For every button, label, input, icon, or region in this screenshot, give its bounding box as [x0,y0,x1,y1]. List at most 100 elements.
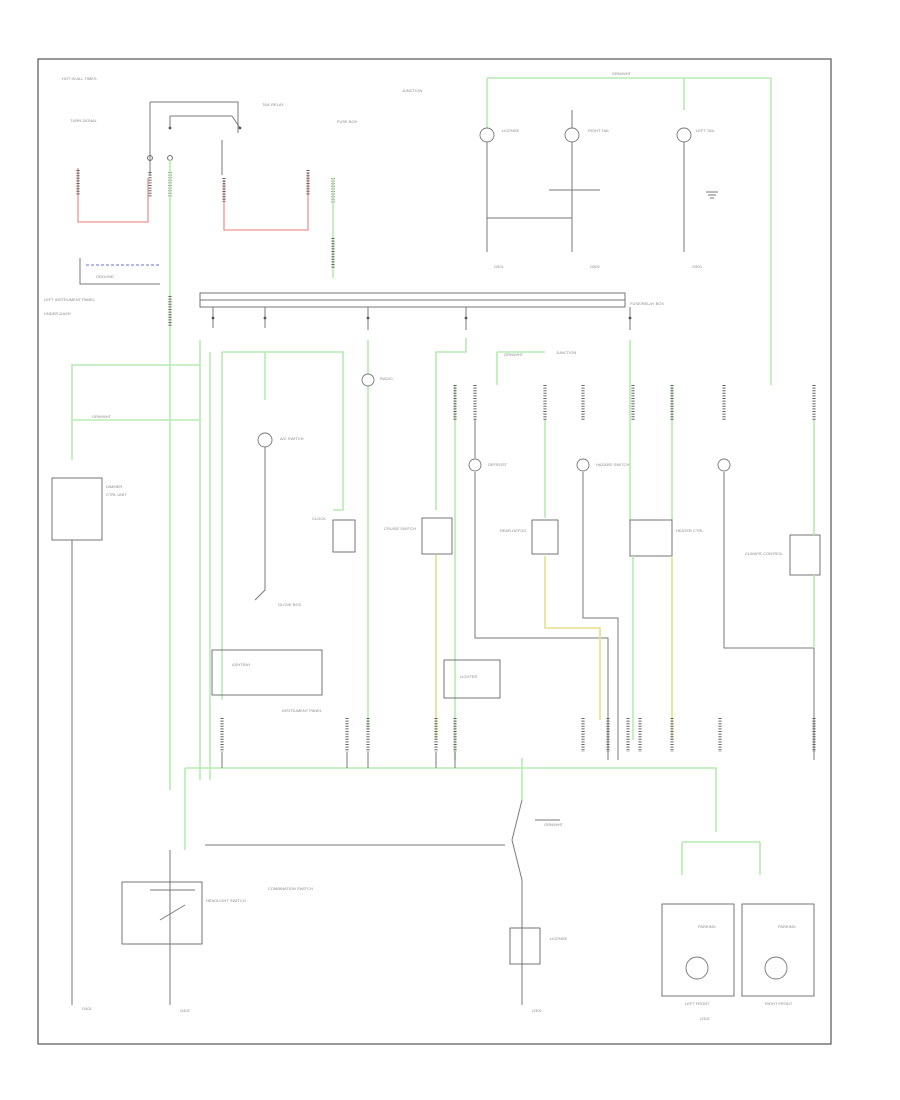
label-junction-mid: JUNCTION [556,350,576,355]
wire-combination-switch [150,844,505,1005]
lamp-radio [361,373,375,387]
lamp-defrost [468,458,482,472]
lamp-climate [717,458,731,472]
red-wire-left-loop [77,168,149,223]
component-left-front-lamp [661,903,735,997]
label-rear-defog: REAR DEFOG [500,528,526,533]
label-parking-right: PARKING [778,924,796,929]
component-license-bottom [509,927,541,965]
diagram-frame [37,58,832,1045]
label-tail-relay: TAIL RELAY [262,102,284,107]
relay-terminal-2 [238,126,242,130]
label-instrument-panel: INSTRUMENT PANEL [282,708,323,713]
label-grnwht-mid: GRN/WHT [504,352,524,357]
green-top-bus [486,77,772,385]
lamp-wires-top [486,110,685,252]
label-clock: CLOCK [312,516,326,521]
label-ground-top: GROUND [96,274,114,279]
component-right-front-lamp [741,903,815,997]
component-combination-switch [121,881,203,945]
label-hazard-switch: HAZARD SWITCH [596,462,629,467]
label-grnwht-bottom: GRN/WHT [544,822,564,827]
component-lighter-box [443,659,501,699]
label-fuse-relay-box: FUSE/RELAY BOX [630,301,664,306]
label-license-bottom: LICENSE [550,936,567,941]
label-g501: G501 [494,264,505,269]
strip-drops [212,307,631,330]
defrost-wire [474,420,609,760]
label-junction-top: JUNCTION [402,88,422,93]
label-g301: G301 [532,1008,543,1013]
lamp-tail-right-top [676,127,692,143]
lamp-license-left [479,127,495,143]
gray-bottom-wires [221,752,456,768]
strip-node-2 [263,316,267,320]
label-radio: RADIO [380,376,393,381]
green-branch-c [435,338,467,760]
ground-symbol-top [706,191,718,199]
label-g503: G503 [692,264,703,269]
label-hot-in-all-times: HOT IN ALL TIMES [62,76,97,81]
ac-switch-wire [254,447,266,601]
label-headlight-switch: HEADLIGHT SWITCH [206,898,246,903]
label-cruise-switch: CRUISE SWITCH [384,526,416,531]
green-branch-a [222,351,344,511]
label-lighter: LIGHTER [460,674,477,679]
red-wire-right-loop [223,172,309,231]
label-defrost: DEFROST [488,462,508,467]
green-parking-bus [681,841,761,875]
strip-node-3 [366,316,370,320]
wire-bottom-mid [511,799,560,1005]
label-left-instrument: LEFT INSTRUMENT PANEL [44,297,96,302]
label-g402: G402 [180,1008,191,1013]
label-fuse-box: FUSE BOX [337,119,358,124]
component-climate-control [789,534,821,576]
label-heater-ctrl: HEATER CTRL [676,528,704,533]
label-right-tail-top: RIGHT TAIL [588,128,610,133]
lamp-hazard [576,458,590,472]
component-ashtray-box [211,649,323,696]
relay-terminal-1 [168,126,172,130]
label-g502: G502 [590,264,601,269]
strip-node-1 [211,316,215,320]
label-left-front: LEFT FRONT [685,1001,710,1006]
label-grnwht-left: GRN/WHT [92,414,112,419]
label-ashtray: ASHTRAY [232,662,251,667]
tail-relay-contacts [149,101,241,160]
label-license: LICENSE [502,128,519,133]
hazard-wire [582,472,619,760]
green-branch-d [496,351,545,385]
ground-bracket [79,258,160,285]
label-glove-box: GLOVE BOX [278,602,302,607]
label-ac-switch: A/C SWITCH [280,436,304,441]
label-right-front: RIGHT FRONT [765,1001,793,1006]
strip-node-5 [628,316,632,320]
component-heater-ctrl [629,519,673,557]
label-turn-signal: TURN SIGNAL [70,118,98,123]
green-bottom-bus [184,758,717,850]
component-rear-defog [531,519,559,555]
green-branch-e [629,340,673,520]
label-g302: G302 [700,1016,711,1021]
component-dimmer-box [51,477,103,541]
label-left-tail-top: LEFT TAIL [696,128,716,133]
component-cruise-switch [421,517,453,555]
fuse-connector-b [167,155,173,161]
label-g401: G401 [82,1006,93,1011]
label-climate-control: CLIMATE CONTROL [745,551,783,556]
label-ctrl-unit: CTRL UNIT [106,492,127,497]
climate-wire [723,472,815,760]
label-parking-left: PARKING [698,924,716,929]
lamp-right-parking [764,956,788,980]
label-grnwht-top: GRN/WHT [612,71,632,76]
relay-feed-wire [149,140,223,175]
component-clock [332,519,356,553]
fuse-connector-a [147,155,153,161]
label-under-dash: UNDER-DASH [44,311,71,316]
lamp-license-right [564,127,580,143]
strip-node-4 [464,316,468,320]
lamp-ac-switch [257,432,273,448]
green-left-branch [71,340,223,780]
lamp-left-parking [685,956,709,980]
